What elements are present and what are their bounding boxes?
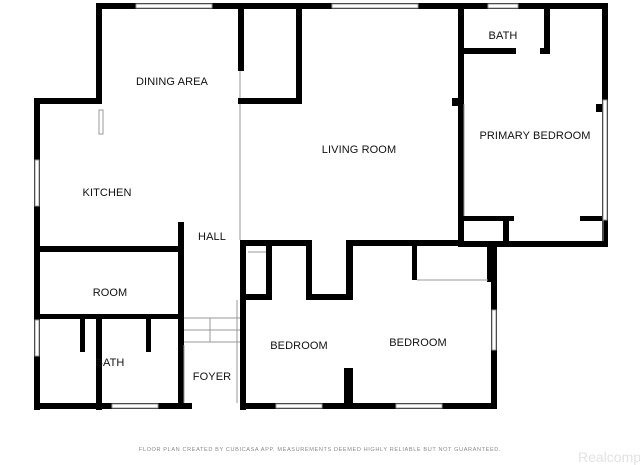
wall-bath-stub-2 bbox=[146, 314, 151, 352]
wall-living-bed-2 bbox=[346, 240, 464, 246]
wall-bottom-right bbox=[240, 403, 497, 409]
room-label-hall: HALL bbox=[198, 231, 226, 243]
room-label-bath-lower: BATH bbox=[95, 357, 125, 369]
window-dining-side bbox=[98, 109, 104, 135]
wall-bedrooms-lower bbox=[344, 368, 353, 409]
wall-room-bath bbox=[34, 314, 182, 319]
wall-primary-stub-left bbox=[452, 98, 458, 106]
room-label-bedroom-left: BEDROOM bbox=[270, 340, 328, 352]
window-dining bbox=[135, 3, 213, 9]
room-label-dining-area: DINING AREA bbox=[135, 76, 209, 88]
wall-primary-closet-post bbox=[503, 216, 509, 247]
wall-dining-closet bbox=[238, 3, 244, 71]
wall-bath-bottom-1 bbox=[458, 48, 516, 54]
wall-bedroom-door-side bbox=[306, 240, 312, 300]
wall-bedroom-left bbox=[240, 240, 246, 410]
thin-lines bbox=[183, 71, 604, 403]
window-bedroom-right bbox=[395, 403, 443, 409]
room-label-kitchen: KITCHEN bbox=[82, 187, 132, 199]
wall-bath-right bbox=[544, 3, 550, 54]
window-bath-upper bbox=[487, 3, 519, 9]
room-label-bedroom-right: BEDROOM bbox=[389, 337, 447, 349]
wall-primary-closet-1 bbox=[464, 216, 514, 221]
interior-walls bbox=[34, 3, 608, 410]
room-label-living-room: LIVING ROOM bbox=[321, 144, 397, 156]
windows bbox=[34, 3, 608, 409]
wall-left bbox=[34, 98, 40, 409]
wall-closet-r-right bbox=[487, 246, 493, 282]
disclaimer-text: FLOOR PLAN CREATED BY CUBICASA APP. MEAS… bbox=[138, 447, 502, 453]
wall-living-bed-1 bbox=[240, 240, 310, 246]
room-label-foyer: FOYER bbox=[192, 371, 232, 383]
watermark-logo: Realcomp bbox=[578, 449, 640, 465]
room-label-room: ROOM bbox=[92, 287, 128, 299]
window-bedroom-right-side bbox=[491, 309, 497, 351]
wall-hall-left bbox=[178, 222, 184, 409]
wall-closet-bottom bbox=[238, 98, 302, 104]
wall-primary-bottom bbox=[458, 241, 608, 247]
wall-primary-stub bbox=[596, 104, 602, 112]
wall-closet-r-left bbox=[412, 246, 417, 280]
window-bath-lower-side bbox=[34, 319, 40, 357]
room-label-primary-bedroom: PRIMARY BEDROOM bbox=[479, 130, 591, 142]
window-primary bbox=[602, 99, 608, 221]
wall-left-upper bbox=[96, 3, 102, 104]
wall-bath-right bbox=[96, 314, 102, 410]
wall-closet-right bbox=[296, 3, 302, 104]
wall-bedrooms-upper bbox=[346, 240, 353, 300]
window-living bbox=[331, 3, 419, 9]
window-bath-lower bbox=[111, 403, 159, 409]
window-bedroom-left bbox=[275, 403, 323, 409]
wall-primary-closet-2 bbox=[580, 216, 608, 221]
window-kitchen bbox=[34, 159, 40, 207]
wall-bedroom-closet-bottom bbox=[240, 294, 270, 300]
wall-bedroom-closet-side bbox=[266, 240, 272, 300]
wall-bedroom-divider-top bbox=[306, 294, 350, 300]
wall-bath-left-fill bbox=[34, 320, 40, 410]
wall-primary-left bbox=[458, 3, 464, 247]
wall-kitchen-room bbox=[34, 246, 182, 252]
wall-bath-stub-1 bbox=[80, 314, 85, 352]
room-label-bath-upper: BATH bbox=[488, 30, 518, 42]
wall-left-step bbox=[34, 98, 102, 104]
